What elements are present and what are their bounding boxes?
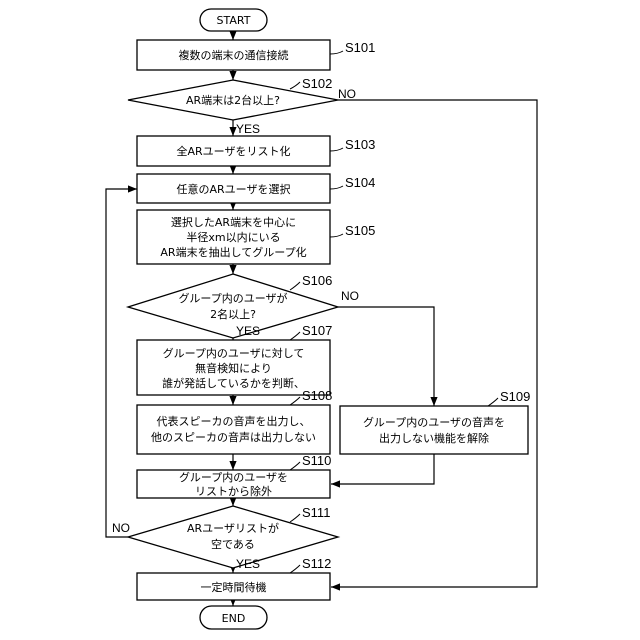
end-text: END <box>222 612 246 625</box>
leader-s107 <box>290 332 300 340</box>
leader-s109 <box>488 398 498 406</box>
step-text-line-2: 出力しない機能を解除 <box>379 431 489 445</box>
step-s105: 選択したAR端末を中心に 半径xm以内にいる AR端末を抽出してグループ化 <box>137 210 330 264</box>
leader-s105 <box>330 234 343 237</box>
leader-s104 <box>330 186 343 189</box>
step-label-s109: S109 <box>500 389 530 404</box>
step-text-line-1: グループ内のユーザに対して <box>163 346 305 360</box>
no-label-s111: NO <box>112 521 130 535</box>
start-terminal: START <box>200 9 267 31</box>
step-label-s108: S108 <box>302 388 332 403</box>
leader-s110 <box>290 462 300 470</box>
step-label-s106: S106 <box>302 273 332 288</box>
step-label-s104: S104 <box>345 175 375 190</box>
step-text-line-1: 選択したAR端末を中心に <box>171 215 296 229</box>
step-text-line-1: 代表スピーカの音声を出力し、 <box>157 414 311 428</box>
step-box <box>137 405 330 454</box>
step-label-s107: S107 <box>302 323 332 338</box>
yes-label-s111: YES <box>236 557 260 571</box>
step-s101: 複数の端末の通信接続 <box>137 40 330 70</box>
step-label-s103: S103 <box>345 137 375 152</box>
step-text-line-2: 他のスピーカの音声は出力しない <box>151 430 316 444</box>
step-s112: 一定時間待機 <box>137 573 330 600</box>
decision-text-line-2: 2名以上? <box>210 307 256 321</box>
no-label-s102: NO <box>338 87 356 101</box>
decision-text-line-2: 空である <box>211 537 255 551</box>
leader-s108 <box>290 397 300 405</box>
yes-label-s106: YES <box>236 324 260 338</box>
yes-label-s102: YES <box>236 122 260 136</box>
decision-text-line-1: ARユーザリストが <box>187 521 279 535</box>
step-box <box>340 406 528 454</box>
step-s103: 全ARユーザをリスト化 <box>137 136 330 166</box>
step-label-s102: S102 <box>302 76 332 91</box>
edge-s109-to-s110 <box>331 454 434 484</box>
leader-s106 <box>290 282 300 290</box>
step-label-s111: S111 <box>302 505 330 520</box>
step-label-s110: S110 <box>302 453 331 468</box>
no-label-s106: NO <box>341 289 359 303</box>
decision-text: AR端末は2台以上? <box>186 93 280 107</box>
leader-s102 <box>290 82 300 89</box>
step-s108: 代表スピーカの音声を出力し、 他のスピーカの音声は出力しない <box>137 405 330 454</box>
step-s109: グループ内のユーザの音声を 出力しない機能を解除 <box>340 406 528 454</box>
leader-s112 <box>290 565 300 573</box>
step-label-s101: S101 <box>345 40 375 55</box>
step-text-line-2: リストから除外 <box>195 484 272 498</box>
edge-s106-no-to-s109 <box>338 307 434 406</box>
step-text-line-1: グループ内のユーザを <box>179 470 288 484</box>
step-text: 複数の端末の通信接続 <box>179 48 289 62</box>
step-label-s105: S105 <box>345 223 375 238</box>
step-text-line-1: グループ内のユーザの音声を <box>363 415 505 429</box>
step-text: 全ARユーザをリスト化 <box>177 144 291 158</box>
step-labels: S101 S102 S103 S104 S105 S106 S107 S108 … <box>302 40 530 571</box>
step-text: 一定時間待機 <box>201 580 267 594</box>
step-text: 任意のARユーザを選択 <box>177 182 291 196</box>
step-s107: グループ内のユーザに対して 無音検知により 誰が発話しているかを判断、 <box>137 340 330 395</box>
step-text-line-2: 半径xm以内にいる <box>186 230 280 244</box>
step-text-line-2: 無音検知により <box>195 361 272 375</box>
start-text: START <box>217 14 251 27</box>
step-s110: グループ内のユーザを リストから除外 <box>137 470 330 498</box>
step-label-s112: S112 <box>302 556 331 571</box>
step-text-line-3: AR端末を抽出してグループ化 <box>160 245 306 259</box>
step-s104: 任意のARユーザを選択 <box>137 174 330 203</box>
leader-s111 <box>290 514 300 522</box>
end-terminal: END <box>200 606 267 629</box>
step-text-line-3: 誰が発話しているかを判断、 <box>162 376 305 390</box>
leader-s103 <box>330 148 343 151</box>
decision-text-line-1: グループ内のユーザが <box>178 291 287 305</box>
leader-s101 <box>330 51 343 54</box>
edge-s111-no-to-s104 <box>106 189 137 537</box>
